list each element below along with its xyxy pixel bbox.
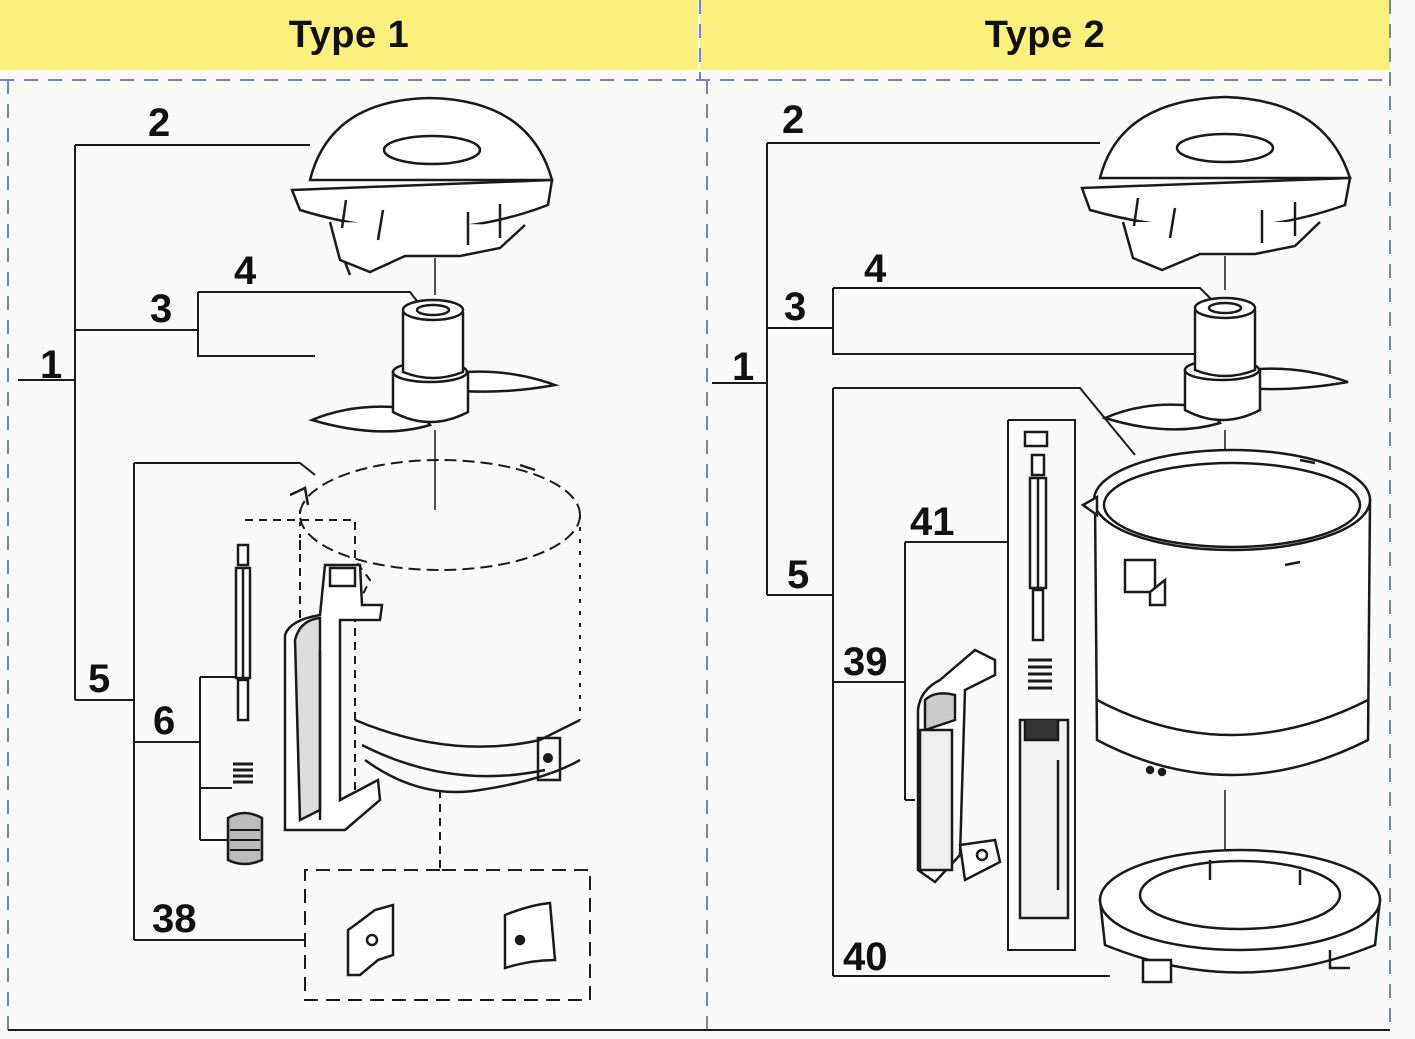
type2-handle xyxy=(916,648,1002,884)
type1-label-6: 6 xyxy=(153,699,175,743)
type1-label-3: 3 xyxy=(150,287,172,331)
type2-lock-assembly xyxy=(1007,419,1076,951)
type2-base-ring xyxy=(1098,848,1382,984)
type2-label-5: 5 xyxy=(787,553,809,597)
type1-blade-assembly xyxy=(308,298,560,433)
type1-latch-box xyxy=(304,869,591,1001)
type2-label-1: 1 xyxy=(732,345,754,389)
type2-label-4: 4 xyxy=(864,247,887,291)
type2-label-41: 41 xyxy=(910,500,955,544)
type2-diagram: 1 2 3 4 5 39 41 40 xyxy=(712,95,1382,984)
type1-shaft-parts xyxy=(226,543,264,866)
type1-label-1: 1 xyxy=(40,343,62,387)
type1-diagram: 1 2 3 4 5 6 38 xyxy=(18,96,591,1001)
type2-callout-lines xyxy=(712,142,1213,977)
type1-title: Type 1 xyxy=(288,13,410,56)
type2-title: Type 2 xyxy=(984,13,1106,56)
panel-borders xyxy=(0,0,1391,1030)
type2-header: Type 2 xyxy=(700,0,1390,70)
type2-label-2: 2 xyxy=(782,98,804,142)
type2-lid xyxy=(1080,95,1352,272)
type2-bowl xyxy=(1080,448,1372,777)
type1-label-38: 38 xyxy=(152,897,197,941)
type1-lid xyxy=(290,96,554,276)
type1-label-5: 5 xyxy=(88,657,110,701)
type2-label-3: 3 xyxy=(784,285,806,329)
type2-label-39: 39 xyxy=(843,640,888,684)
type2-label-40: 40 xyxy=(843,935,888,979)
type1-label-2: 2 xyxy=(148,101,170,145)
type2-blade-assembly xyxy=(1101,296,1349,431)
type1-label-4: 4 xyxy=(234,249,257,293)
type1-handle xyxy=(283,563,384,832)
type1-header: Type 1 xyxy=(0,0,698,70)
